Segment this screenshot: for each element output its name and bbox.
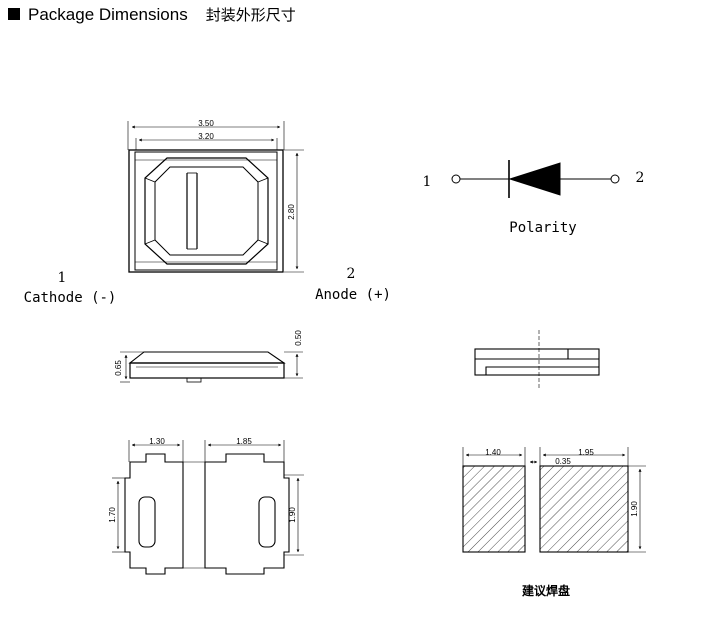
dim-left-pad: 1.30 bbox=[149, 437, 165, 446]
pin2-label: Anode (+) bbox=[315, 287, 391, 303]
solder-pad-label: 建议焊盘 bbox=[521, 583, 570, 598]
section-title: Package Dimensions bbox=[28, 5, 188, 24]
polarity-label: Polarity bbox=[509, 220, 576, 236]
polarity-diode-symbol bbox=[451, 160, 620, 198]
pin2-number: 2 bbox=[347, 266, 356, 282]
polarity-pin1: 1 bbox=[423, 174, 432, 190]
solder-pad-layout bbox=[462, 447, 646, 553]
bullet-square-icon bbox=[8, 8, 20, 20]
dim-right-pad: 1.85 bbox=[236, 437, 252, 446]
dim-total-height: 0.65 bbox=[114, 360, 123, 376]
pin1-label: Cathode (-) bbox=[24, 290, 117, 306]
side-view bbox=[120, 351, 303, 383]
dim-body-height: 0.50 bbox=[294, 330, 303, 346]
section-header: Package Dimensions 封装外形尺寸 bbox=[8, 4, 296, 25]
dim-height: 2.80 bbox=[287, 204, 296, 220]
polarity-pin2: 2 bbox=[636, 170, 645, 186]
pad-dim-left: 1.40 bbox=[485, 448, 501, 457]
pad-dim-right: 1.95 bbox=[578, 448, 594, 457]
dim-width-inner: 3.20 bbox=[198, 132, 214, 141]
section-title-zh: 封装外形尺寸 bbox=[205, 6, 296, 24]
dim-width-outer: 3.50 bbox=[198, 119, 214, 128]
bottom-view bbox=[112, 440, 304, 575]
pad-dim-gap: 0.35 bbox=[555, 457, 571, 466]
pin1-number: 1 bbox=[58, 270, 67, 286]
dim-left-height: 1.70 bbox=[108, 507, 117, 523]
side-view-pad-profile bbox=[474, 330, 600, 388]
dim-right-height: 1.90 bbox=[288, 507, 297, 523]
pad-dim-height: 1.90 bbox=[630, 501, 639, 517]
top-view bbox=[127, 121, 304, 273]
